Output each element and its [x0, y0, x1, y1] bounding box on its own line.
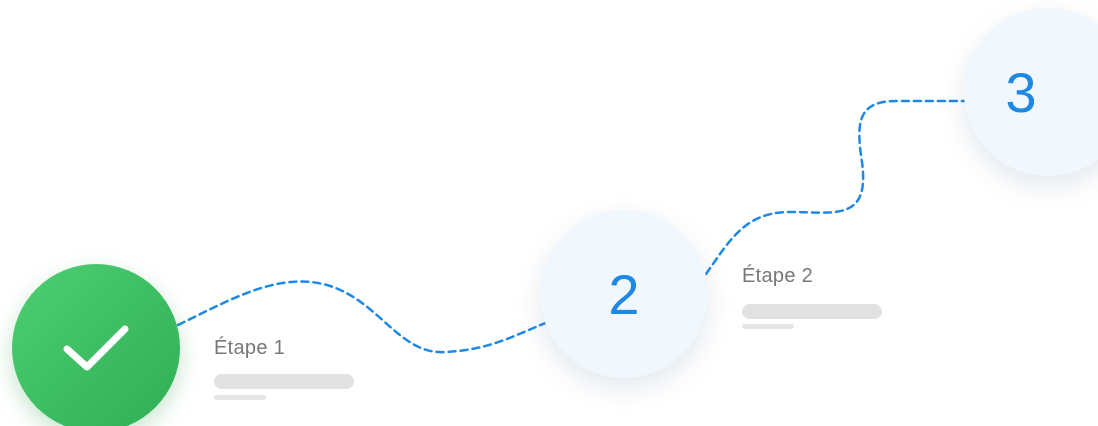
step-3-number: 3 [1005, 60, 1037, 124]
step-2-placeholder-bar [742, 304, 882, 319]
connector-1-2 [176, 280, 550, 354]
step-1-placeholder-subbar [214, 395, 266, 400]
step-2-placeholder-subbar [742, 324, 794, 329]
step-3-circle: 3 [964, 8, 1098, 176]
connector-2-3 [704, 99, 968, 276]
step-2-label: Étape 2 [742, 265, 814, 287]
checkmark-icon [63, 325, 129, 371]
step-1-placeholder-bar [214, 374, 354, 389]
step-1-circle [12, 264, 180, 426]
step-2-number: 2 [608, 262, 640, 326]
step-2-circle: 2 [540, 210, 708, 378]
step-1-label: Étape 1 [214, 337, 286, 359]
